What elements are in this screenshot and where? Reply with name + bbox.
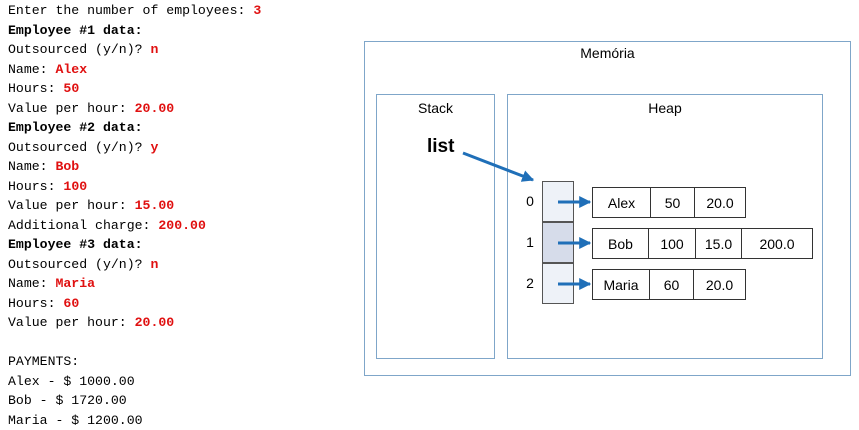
console-text: Hours:	[8, 295, 64, 311]
array-index-2: 2	[526, 275, 534, 291]
console-user-input: 60	[63, 295, 80, 311]
object-field-name: Bob	[593, 229, 649, 258]
console-line: Employee #2 data:	[8, 118, 353, 138]
object-field-name: Maria	[593, 270, 650, 299]
console-text: Enter the number of employees:	[8, 3, 254, 18]
heap-box	[507, 94, 823, 359]
object-field-additional-charge: 200.0	[759, 235, 795, 252]
console-text: Name:	[8, 159, 56, 174]
stack-title: Stack	[417, 100, 453, 116]
console-line: Value per hour: 20.00	[8, 313, 353, 333]
console-text: Hours:	[8, 81, 64, 96]
console-user-input: n	[150, 256, 159, 272]
console-line: Employee #3 data:	[8, 235, 353, 255]
console-text: Maria - $ 1200.00	[8, 412, 143, 428]
console-user-input: Maria	[55, 276, 96, 291]
console-line: Name: Bob	[8, 157, 353, 177]
console-line: Value per hour: 15.00	[8, 196, 353, 216]
heap-title: Heap	[648, 100, 682, 116]
list-reference-arrow	[462, 151, 535, 182]
console-user-input: 20.00	[134, 100, 175, 116]
console-text: Name:	[8, 276, 56, 291]
console-user-input: 200.00	[158, 217, 206, 233]
console-text: Outsourced (y/n)?	[8, 256, 151, 272]
console-text: Hours:	[8, 178, 64, 194]
console-user-input: 50	[63, 81, 80, 96]
stack-box	[376, 94, 495, 359]
console-text: Name:	[8, 61, 56, 77]
console-text: Value per hour:	[8, 315, 135, 330]
console-text: PAYMENTS:	[8, 354, 80, 369]
object-field-value: 20.0	[705, 276, 734, 293]
console-line: Additional charge: 200.00	[8, 216, 353, 236]
memory-box	[364, 41, 851, 376]
object-field-hours: 60	[650, 270, 694, 299]
console-text: Additional charge:	[8, 217, 159, 233]
console-line: Outsourced (y/n)? y	[8, 138, 353, 158]
memory-title: Memória	[580, 45, 635, 61]
console-user-input: y	[150, 139, 159, 155]
console-text: Value per hour:	[8, 100, 135, 116]
console-user-input: 100	[63, 178, 88, 194]
array-index-0: 0	[526, 193, 534, 209]
employee-object-bob: Bob 100 15.0 200.0	[592, 228, 813, 259]
console-line: Employee #1 data:	[8, 21, 353, 41]
object-field-hours: 50	[651, 188, 695, 217]
array-index-1: 1	[526, 234, 534, 250]
console-line: Hours: 100	[8, 177, 353, 197]
console-line: Hours: 50	[8, 79, 353, 99]
console-user-input: Alex	[55, 61, 88, 77]
console-line: Alex - $ 1000.00	[8, 372, 353, 392]
console-line: Value per hour: 20.00	[8, 99, 353, 119]
employee-object-alex: Alex 50 20.0	[592, 187, 746, 218]
employee-object-maria: Maria 60 20.0	[592, 269, 746, 300]
console-line: PAYMENTS:	[8, 352, 353, 372]
object-field-name: Alex	[593, 188, 651, 217]
console-user-input: n	[150, 42, 159, 57]
console-user-input: Bob	[55, 159, 80, 174]
console-user-input: 15.00	[134, 198, 175, 213]
console-text: Alex - $ 1000.00	[8, 373, 135, 389]
console-text: Outsourced (y/n)?	[8, 139, 151, 155]
object-field-value: 15.0	[696, 229, 742, 258]
console-line: Hours: 60	[8, 294, 353, 314]
console-text: Value per hour:	[8, 198, 135, 213]
console-line: Outsourced (y/n)? n	[8, 255, 353, 275]
console-line: Outsourced (y/n)? n	[8, 40, 353, 60]
console-user-input: 20.00	[134, 315, 175, 330]
console-line: Maria - $ 1200.00	[8, 411, 353, 430]
console-line: Enter the number of employees: 3	[8, 1, 353, 21]
console-line: Name: Maria	[8, 274, 353, 294]
console-text: Bob - $ 1720.00	[8, 393, 127, 408]
object-field-value: 20.0	[706, 194, 734, 211]
console-text: Employee #1 data:	[8, 22, 143, 38]
console-text: Outsourced (y/n)?	[8, 42, 151, 57]
console-text: Employee #3 data:	[8, 237, 143, 252]
console-line: Name: Alex	[8, 60, 353, 80]
console-line: Bob - $ 1720.00	[8, 391, 353, 411]
object-field-hours: 100	[649, 229, 696, 258]
console-text: Employee #2 data:	[8, 120, 143, 135]
console-user-input: 3	[253, 3, 262, 18]
list-variable-label: list	[427, 136, 455, 157]
